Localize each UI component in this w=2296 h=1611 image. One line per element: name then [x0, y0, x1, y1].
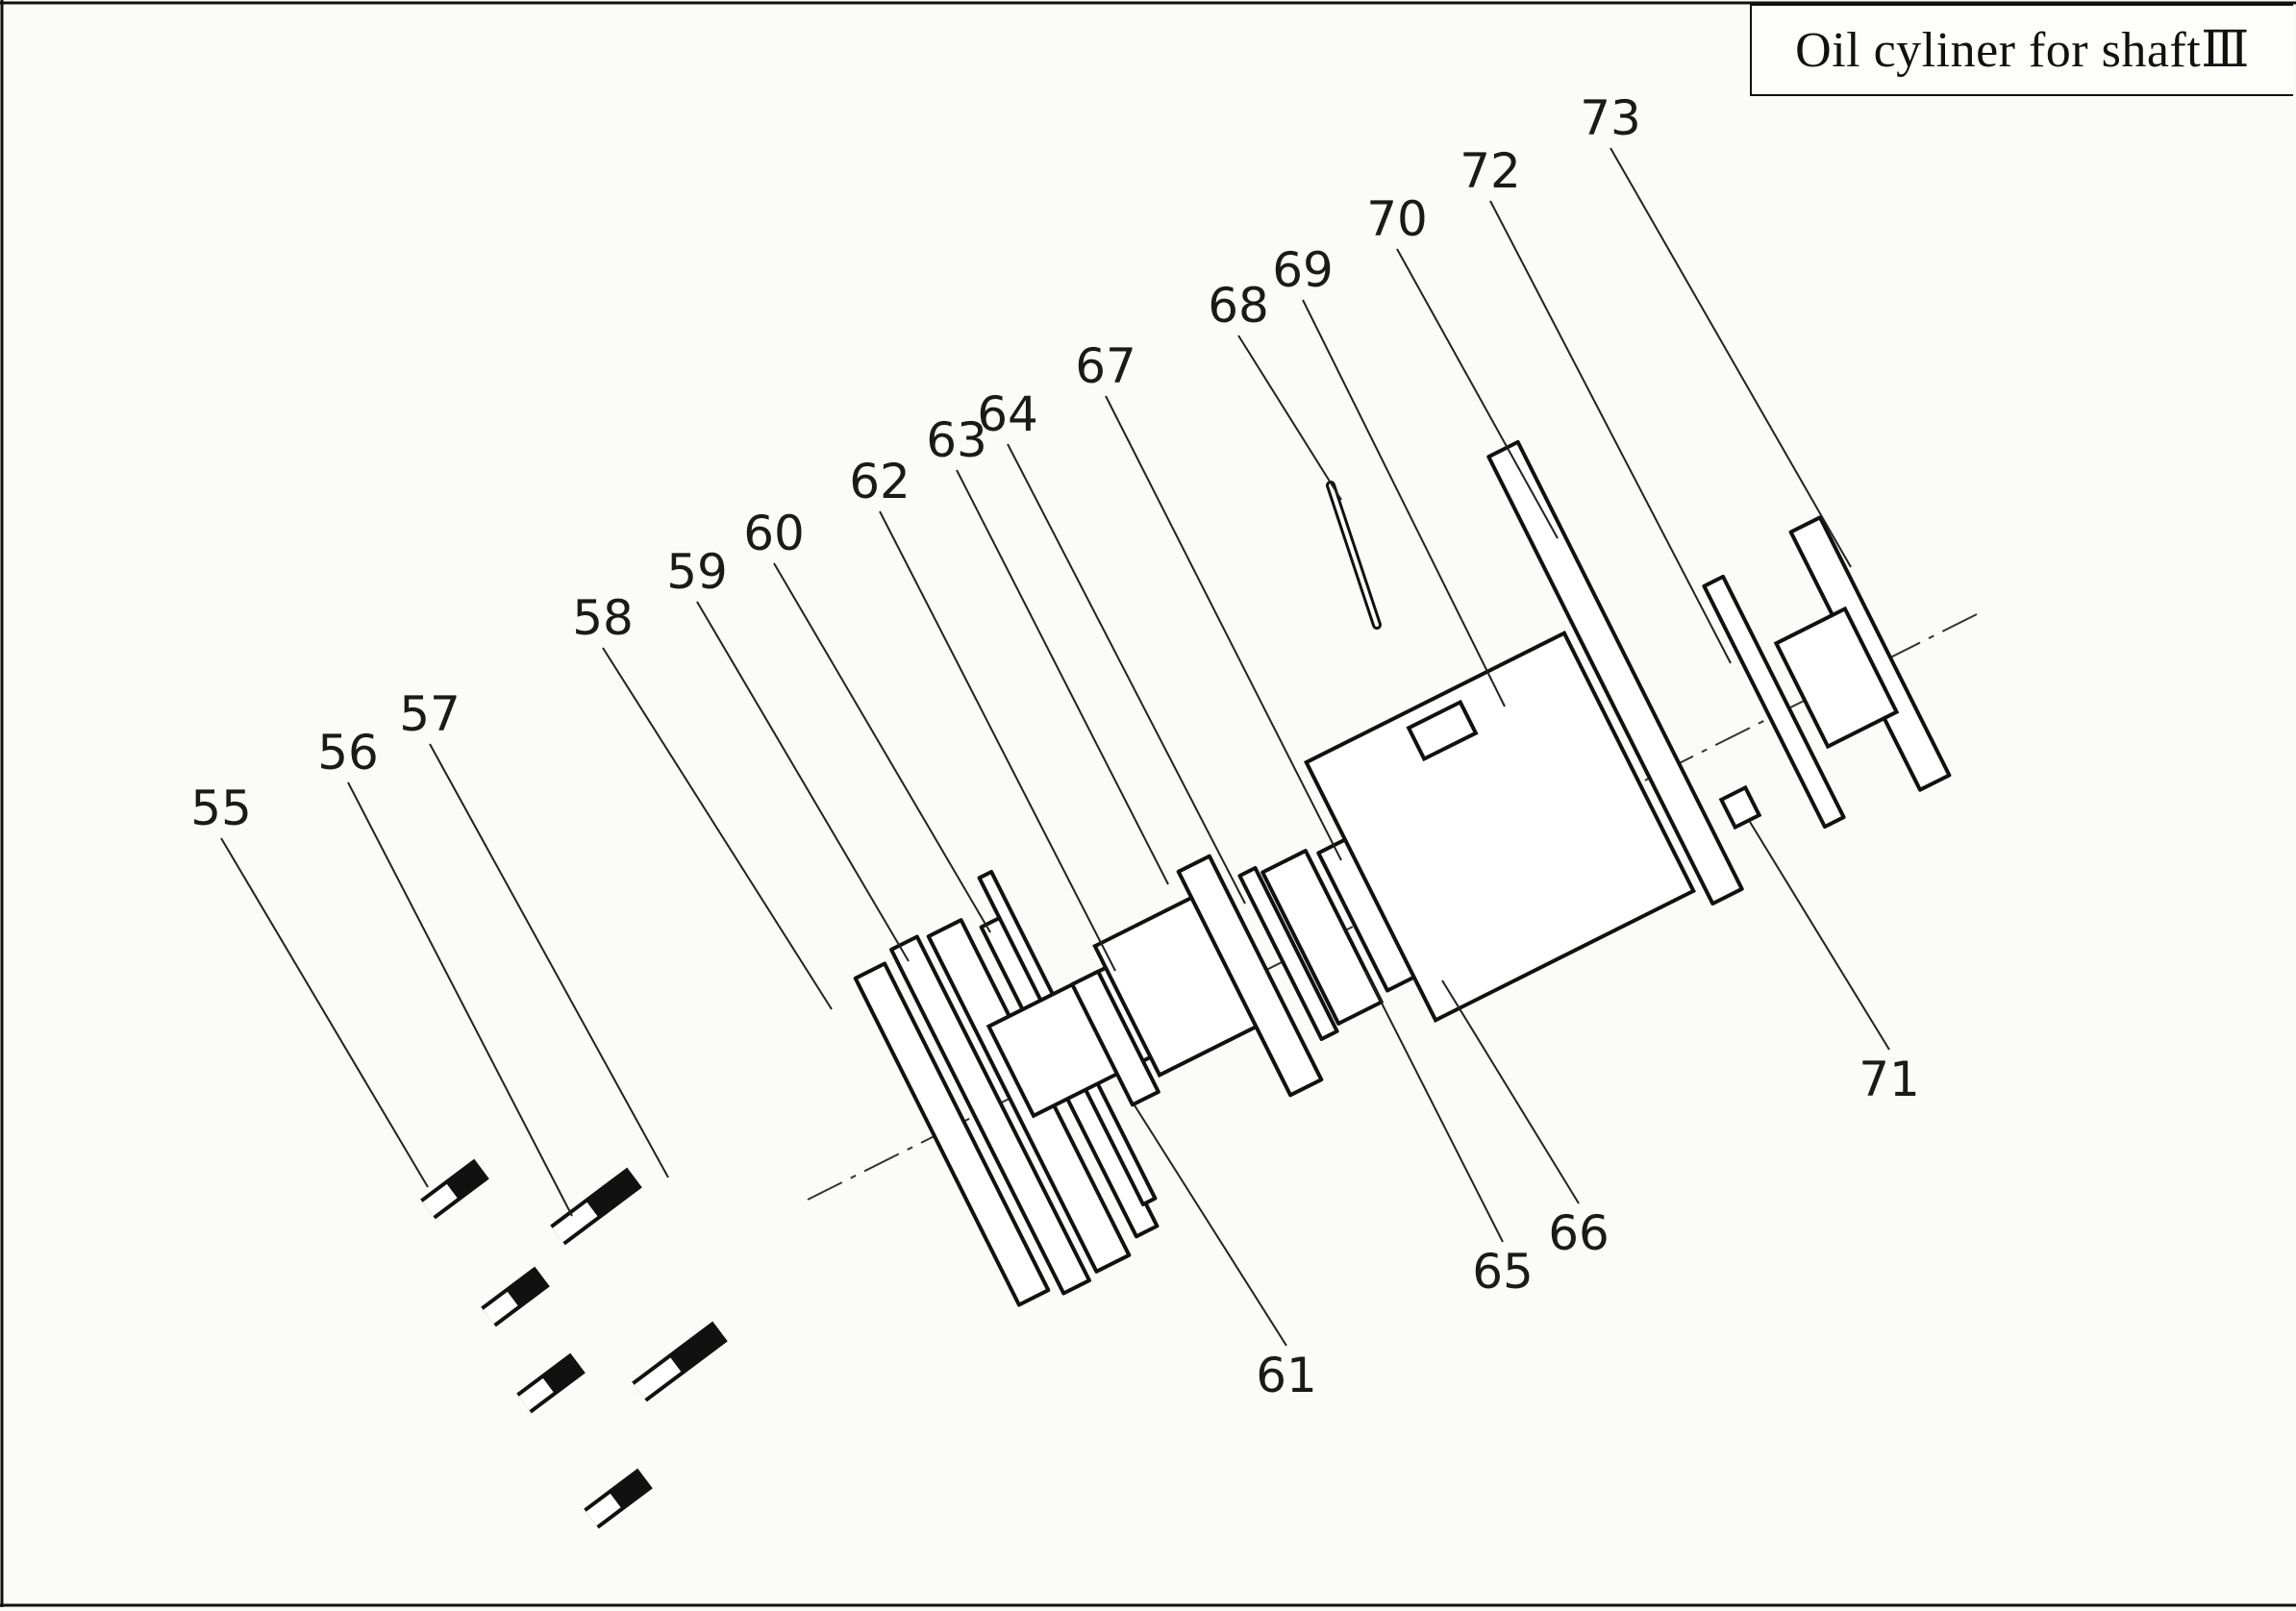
part-label-59: 59	[666, 544, 728, 600]
part-68-pin-inner	[1329, 483, 1379, 627]
part-label-60: 60	[743, 506, 805, 561]
part-label-64: 64	[977, 386, 1038, 442]
part-55-screw-d-head	[586, 1493, 621, 1526]
leader-line-61	[1134, 1104, 1287, 1347]
parts-group	[420, 439, 1952, 1529]
leader-lines	[220, 147, 1890, 1347]
leader-line-55	[220, 837, 429, 1188]
part-label-68: 68	[1208, 278, 1269, 334]
title-box: Oil cyliner for shaftⅢ	[1750, 4, 2293, 96]
part-label-71: 71	[1859, 1052, 1920, 1107]
leader-line-65	[1364, 970, 1504, 1243]
part-55-screw-a-head	[422, 1183, 458, 1217]
part-label-67: 67	[1075, 338, 1136, 394]
part-73-hub	[1773, 606, 1900, 750]
part-71-plug	[1718, 784, 1762, 830]
part-label-57: 57	[399, 686, 461, 742]
part-label-70: 70	[1366, 191, 1428, 247]
part-label-65: 65	[1472, 1244, 1534, 1300]
leader-line-58	[602, 647, 833, 1010]
part-label-55: 55	[190, 781, 252, 836]
part-label-63: 63	[926, 412, 987, 468]
leader-line-59	[696, 601, 910, 962]
part-label-72: 72	[1460, 143, 1521, 199]
leader-line-73	[1610, 147, 1852, 568]
part-69-cylinder	[1304, 631, 1696, 1023]
part-55-screw-c-head	[518, 1377, 554, 1411]
part-64-ring	[1237, 866, 1339, 1041]
leader-line-70	[1396, 248, 1559, 539]
part-58-flange-inner	[889, 934, 1091, 1296]
leader-line-66	[1441, 979, 1580, 1204]
leader-line-60	[773, 562, 991, 933]
leader-line-69	[1302, 299, 1506, 707]
leader-line-62	[879, 510, 1116, 972]
part-label-58: 58	[572, 590, 634, 646]
leader-line-63	[956, 469, 1169, 885]
part-61-collar	[1070, 969, 1160, 1107]
leader-line-56	[347, 781, 573, 1217]
part-70-cover-plate	[1486, 439, 1744, 906]
part-69-boss	[1406, 699, 1479, 762]
part-63-flange	[1176, 854, 1324, 1098]
part-57-bolt-b-head	[634, 1357, 682, 1400]
diagram-title: Oil cyliner for shaftⅢ	[1795, 23, 2250, 78]
part-label-69: 69	[1272, 242, 1334, 298]
leader-line-68	[1237, 335, 1342, 501]
leader-line-71	[1749, 821, 1890, 1051]
leader-line-67	[1105, 395, 1342, 861]
part-56-bolt-a-head	[552, 1202, 598, 1243]
part-label-66: 66	[1548, 1205, 1610, 1261]
part-55-screw-b-head	[483, 1291, 518, 1325]
part-72-ring	[1702, 574, 1846, 830]
part-label-56: 56	[317, 725, 379, 781]
part-label-73: 73	[1580, 90, 1641, 146]
part-label-62: 62	[849, 454, 911, 509]
leader-line-72	[1489, 200, 1732, 664]
leader-line-57	[429, 743, 669, 1178]
part-label-61: 61	[1256, 1348, 1317, 1403]
part-58-flange	[853, 961, 1051, 1307]
leader-line-64	[1007, 443, 1246, 905]
